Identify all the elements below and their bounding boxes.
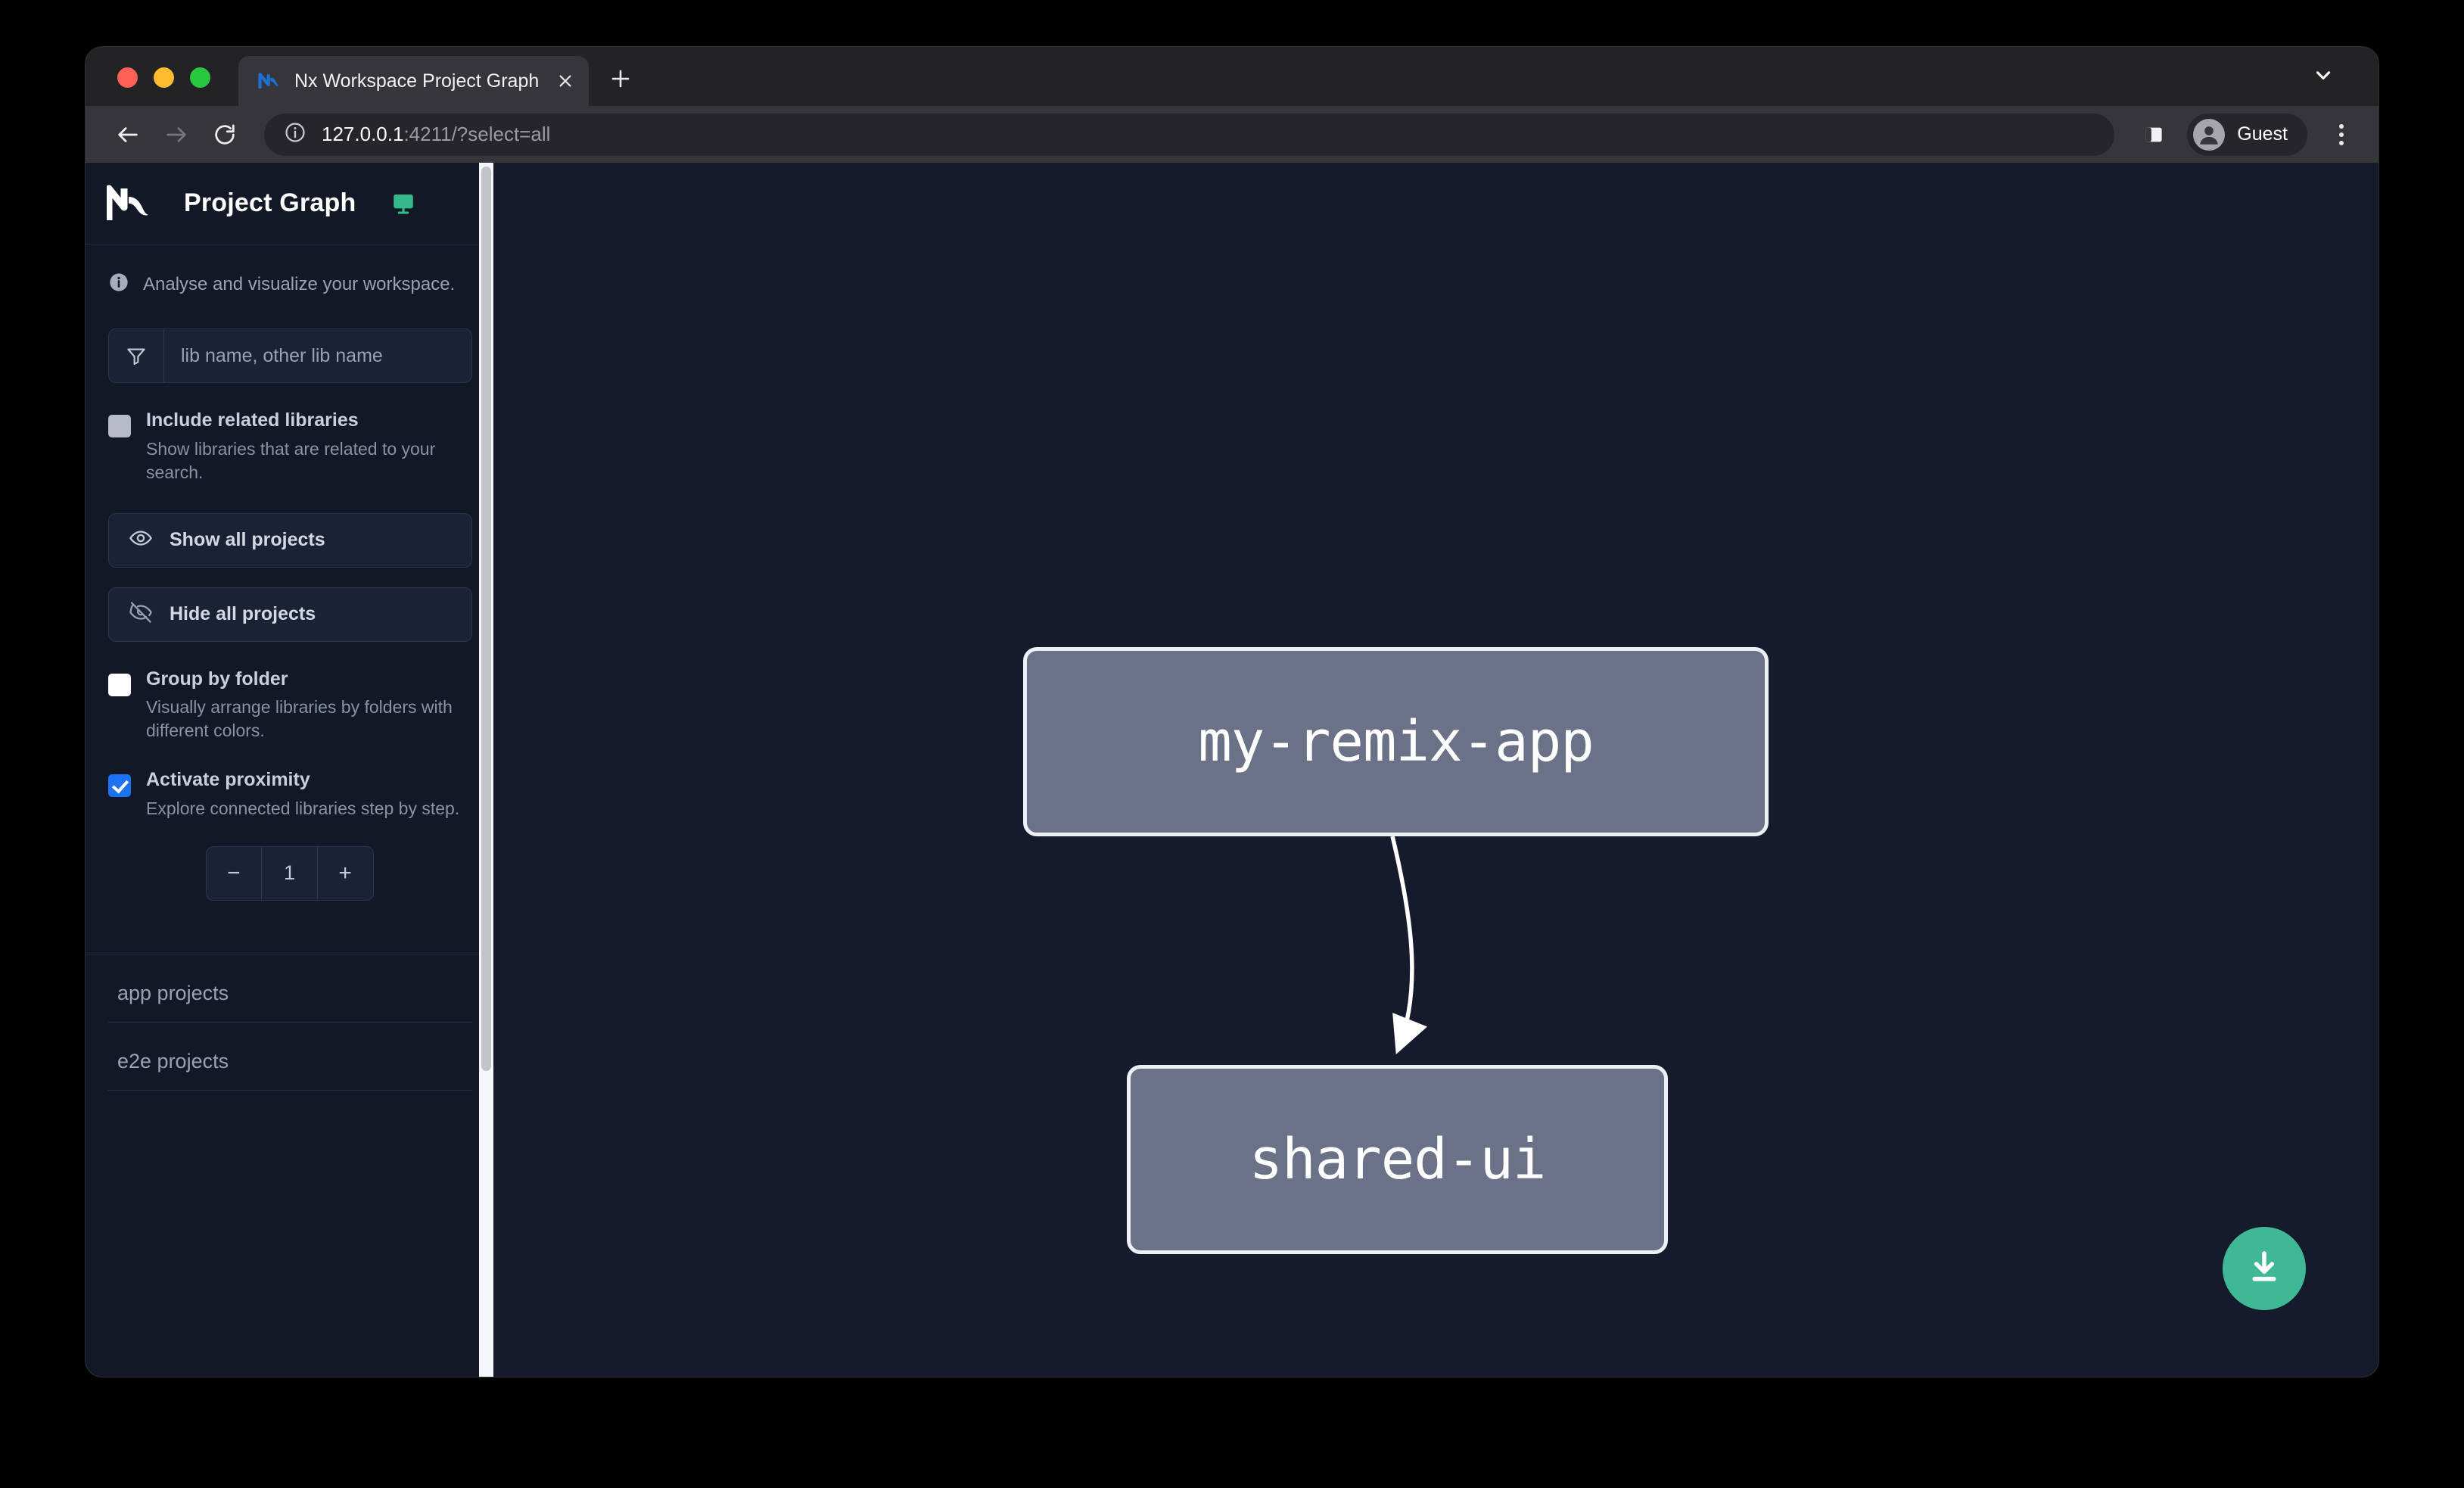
button-label: Hide all projects	[170, 603, 316, 625]
stepper-decrement-button[interactable]: −	[207, 846, 263, 900]
chevron-down-icon[interactable]	[2307, 59, 2339, 91]
info-circle-icon	[108, 272, 129, 297]
graph-node-shared-ui[interactable]: shared-ui	[1127, 1065, 1668, 1254]
eye-off-icon	[129, 600, 153, 628]
page-viewport: Project Graph Analyse and visual	[86, 163, 2378, 1377]
address-bar[interactable]: 127.0.0.1:4211/?select=all	[264, 113, 2115, 156]
arrow-right-icon[interactable]	[155, 114, 198, 156]
filter-divider	[163, 329, 164, 382]
monitor-icon[interactable]	[390, 191, 416, 216]
include-related-libraries-checkbox[interactable]	[108, 415, 131, 437]
reload-icon[interactable]	[204, 114, 246, 156]
option-activate-proximity[interactable]: Activate proximity Explore connected lib…	[86, 769, 493, 820]
page-title: Project Graph	[184, 188, 356, 217]
eye-icon	[129, 526, 153, 554]
graph-node-label: my-remix-app	[1198, 709, 1594, 774]
filter-funnel-icon	[109, 344, 163, 367]
group-by-folder-checkbox[interactable]	[108, 673, 131, 696]
sidebar-header: Project Graph	[86, 163, 493, 244]
sidebar-item-e2e-projects[interactable]: e2e projects	[108, 1023, 472, 1091]
url-path: :4211/?select=all	[403, 123, 551, 145]
person-avatar-icon	[2193, 118, 2226, 151]
nx-logo-icon	[105, 184, 160, 223]
option-description: Visually arrange libraries by folders wi…	[146, 697, 453, 741]
graph-node-label: shared-ui	[1249, 1127, 1547, 1192]
side-panel-icon[interactable]	[2134, 115, 2173, 154]
sidebar-subtitle: Analyse and visualize your workspace.	[143, 273, 456, 294]
sidebar-item-app-projects[interactable]: app projects	[108, 954, 472, 1023]
sidebar-scrollbar-thumb[interactable]	[481, 167, 491, 1071]
download-icon	[2244, 1247, 2285, 1291]
hide-all-projects-button[interactable]: Hide all projects	[108, 587, 472, 642]
download-image-button[interactable]	[2223, 1227, 2306, 1310]
arrow-left-icon[interactable]	[107, 114, 149, 156]
window-traffic-lights	[86, 67, 210, 106]
profile-chip[interactable]: Guest	[2187, 113, 2307, 156]
filter-box[interactable]	[108, 328, 472, 383]
profile-name: Guest	[2237, 123, 2288, 145]
minimize-window-button[interactable]	[154, 67, 174, 88]
kebab-menu-icon[interactable]	[2322, 114, 2360, 156]
edge-my-remix-app-to-shared-ui	[1390, 836, 1428, 1055]
project-sections: app projects e2e projects	[86, 953, 493, 1091]
option-include-related-libraries[interactable]: Include related libraries Show libraries…	[86, 409, 493, 484]
option-group-by-folder[interactable]: Group by folder Visually arrange librari…	[86, 668, 493, 743]
browser-tab-strip: Nx Workspace Project Graph	[86, 47, 2378, 106]
browser-toolbar: 127.0.0.1:4211/?select=all Guest	[86, 106, 2378, 163]
address-bar-url: 127.0.0.1:4211/?select=all	[322, 123, 550, 146]
option-label: Activate proximity	[146, 769, 310, 791]
stepper-value: 1	[283, 861, 296, 885]
browser-window: Nx Workspace Project Graph	[86, 47, 2378, 1377]
nx-favicon-icon	[258, 70, 281, 92]
new-tab-button[interactable]	[602, 61, 639, 97]
stepper-increment-button[interactable]: +	[316, 846, 373, 900]
button-label: Show all projects	[170, 529, 325, 551]
proximity-stepper[interactable]: − 1 +	[205, 845, 374, 901]
option-label: Include related libraries	[146, 409, 359, 431]
search-input[interactable]	[164, 329, 471, 382]
browser-tab-title: Nx Workspace Project Graph	[294, 70, 540, 92]
option-description: Explore connected libraries step by step…	[146, 798, 460, 818]
browser-tab[interactable]: Nx Workspace Project Graph	[238, 56, 590, 106]
close-icon[interactable]	[552, 68, 578, 94]
graph-node-my-remix-app[interactable]: my-remix-app	[1023, 647, 1769, 836]
project-graph-canvas[interactable]: my-remix-app shared-ui	[493, 163, 2378, 1377]
sidebar-subtitle-row: Analyse and visualize your workspace.	[86, 244, 493, 297]
option-description: Show libraries that are related to your …	[146, 438, 436, 482]
sidebar-scrollbar[interactable]	[479, 163, 493, 1377]
url-host: 127.0.0.1	[322, 123, 404, 145]
close-window-button[interactable]	[117, 67, 138, 88]
info-circle-icon[interactable]	[284, 121, 306, 148]
option-label: Group by folder	[146, 668, 288, 690]
maximize-window-button[interactable]	[190, 67, 210, 88]
sidebar: Project Graph Analyse and visual	[86, 163, 493, 1377]
show-all-projects-button[interactable]: Show all projects	[108, 512, 472, 568]
activate-proximity-checkbox[interactable]	[108, 774, 131, 798]
